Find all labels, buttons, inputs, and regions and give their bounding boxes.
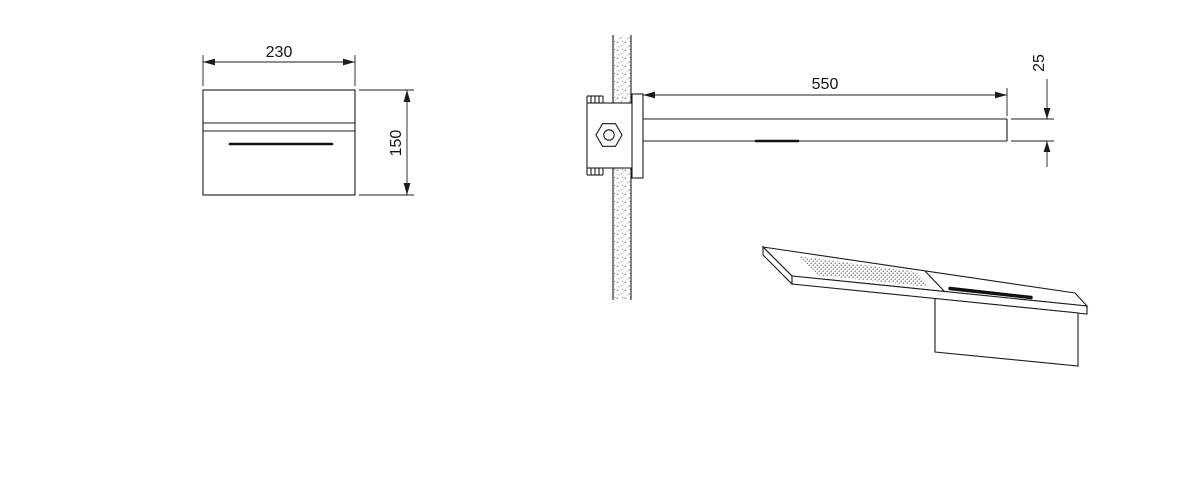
iso-spray-perforations [798,256,930,287]
dim-height: 150 [359,89,414,196]
iso-section-divider [924,270,946,293]
iso-front-edge-face [791,275,1088,315]
hex-bolt-icon [595,123,623,147]
side-view: 550 25 [586,35,1054,300]
bolt-bore-circle [603,129,615,141]
dim-width-label: 230 [266,44,293,61]
dim-length: 550 [643,76,1008,116]
arrow-left [643,91,655,99]
dim-width: 230 [202,44,356,86]
arrow-down [1043,108,1051,119]
head-profile [643,118,1008,143]
dim-thickness-label: 25 [1031,54,1048,72]
iso-body-box [934,297,1079,367]
thread-ticks-bottom [586,168,604,176]
dim-thickness: 25 [1011,54,1054,167]
arrow-left [203,58,215,66]
arrow-down [403,183,411,195]
front-head-outline [202,89,356,196]
iso-waterfall-slot [948,286,1033,300]
dim-length-label: 550 [812,76,839,93]
arrow-right [995,91,1007,99]
arrow-up [403,90,411,102]
arrow-up [1043,141,1051,152]
thread-ticks-top [586,95,604,103]
front-view: 230 150 [202,44,414,196]
wall-mount [586,93,644,179]
dim-height-label: 150 [388,130,405,157]
isometric-view [761,245,1089,367]
arrow-right [343,58,355,66]
mount-flange [631,93,644,179]
mount-block [586,102,639,169]
